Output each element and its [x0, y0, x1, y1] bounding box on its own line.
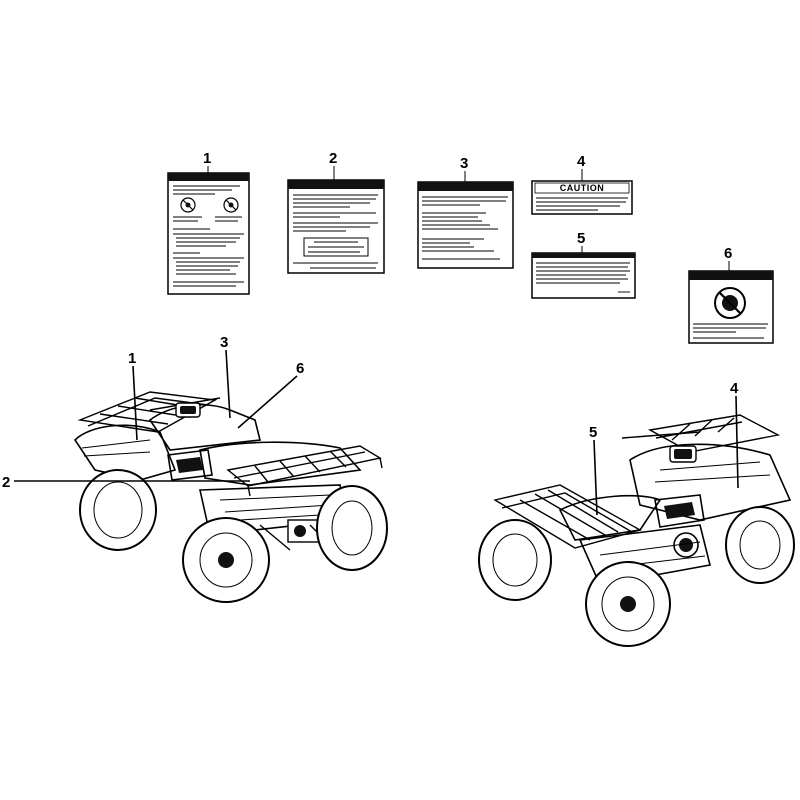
callout-number-5: 5	[577, 230, 585, 247]
atv-rear-view	[73, 391, 388, 603]
callout-number-1: 1	[203, 150, 211, 167]
decal-label-1: 1	[167, 150, 250, 295]
callout-number-3: 3	[460, 155, 468, 172]
decal-label-6: 6	[688, 245, 774, 344]
callout-leaders-right: 5 4	[589, 380, 739, 516]
leader-number-2: 2	[2, 474, 10, 491]
decal-label-5: 5	[531, 230, 636, 299]
decal-label-3: 3	[417, 155, 514, 269]
callout-number-6: 6	[724, 245, 732, 262]
leader-number-4: 4	[730, 380, 739, 397]
decal-label-2: 2	[287, 150, 385, 274]
caution-header: CAUTION	[560, 183, 605, 193]
callout-leaders-left: 1 3 6 2	[2, 334, 304, 491]
leader-number-6: 6	[296, 360, 304, 377]
leader-number-1: 1	[128, 350, 136, 367]
decal-label-4: 4 CAUTION	[531, 153, 633, 215]
leader-number-3: 3	[220, 334, 228, 351]
leader-number-5: 5	[589, 424, 597, 441]
atv-front-view	[478, 414, 795, 647]
callout-number-4: 4	[577, 153, 586, 170]
callout-number-2: 2	[329, 150, 337, 167]
